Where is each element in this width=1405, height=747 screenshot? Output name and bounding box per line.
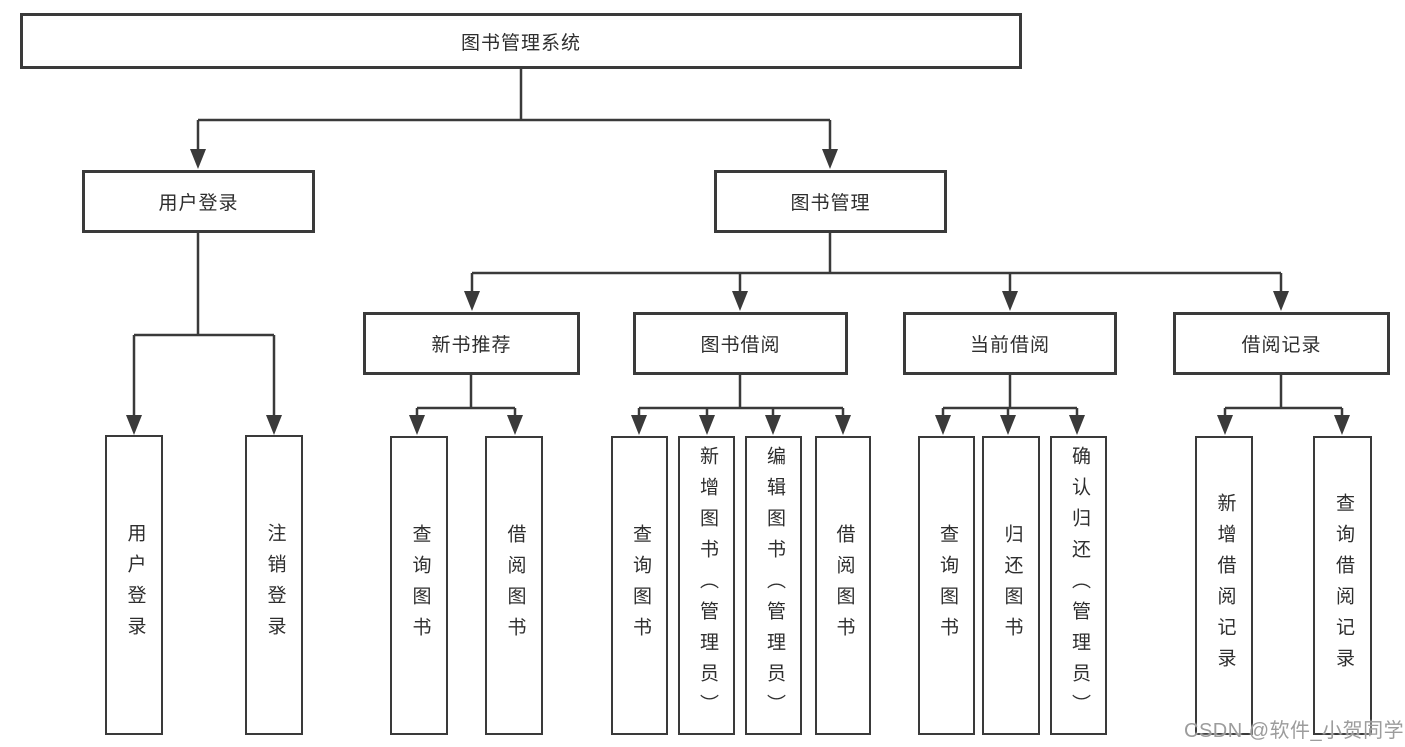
node-label: 图书管理 <box>790 193 871 214</box>
leaf-label: 查询图书 <box>629 523 651 648</box>
leaf-label: 新增图书（管理员） <box>696 446 718 725</box>
node-root-library-system: 图书管理系统 <box>20 13 1022 69</box>
leaf-label: 查询图书 <box>409 523 431 648</box>
node-label: 当前借阅 <box>969 335 1050 356</box>
leaf-label: 借阅图书 <box>833 523 855 648</box>
node-book-borrow: 图书借阅 <box>633 312 848 375</box>
node-label: 图书管理系统 <box>460 32 581 54</box>
node-user-login-branch: 用户登录 <box>82 170 315 233</box>
node-label: 用户登录 <box>158 193 239 214</box>
csdn-watermark: CSDN @软件_小贺同学 <box>1184 720 1405 742</box>
leaf-query-borrow-record: 查询借阅记录 <box>1313 436 1372 735</box>
leaf-borrow-books: 借阅图书 <box>815 436 871 735</box>
leaf-edit-books-admin: 编辑图书（管理员） <box>745 436 802 735</box>
node-current-borrow: 当前借阅 <box>903 312 1117 375</box>
node-label: 借阅记录 <box>1241 335 1322 356</box>
leaf-label: 查询图书 <box>936 523 958 648</box>
node-label: 图书借阅 <box>700 335 781 356</box>
leaf-add-books-admin: 新增图书（管理员） <box>678 436 735 735</box>
leaf-label: 新增借阅记录 <box>1214 492 1236 679</box>
leaf-recommend-borrow-books: 借阅图书 <box>485 436 543 735</box>
node-label: 新书推荐 <box>431 335 512 356</box>
leaf-user-login: 用户登录 <box>105 435 163 735</box>
arrowhead-icons <box>126 149 1350 435</box>
leaf-user-logout: 注销登录 <box>245 435 303 735</box>
leaf-recommend-query-books: 查询图书 <box>390 436 448 735</box>
leaf-borrow-query-books: 查询图书 <box>611 436 668 735</box>
node-book-management-branch: 图书管理 <box>714 170 947 233</box>
leaf-label: 查询借阅记录 <box>1332 492 1354 679</box>
leaf-label: 注销登录 <box>264 523 286 647</box>
leaf-label: 用户登录 <box>124 523 146 647</box>
leaf-confirm-return-admin: 确认归还（管理员） <box>1050 436 1107 735</box>
leaf-label: 借阅图书 <box>504 523 526 648</box>
node-borrow-records: 借阅记录 <box>1173 312 1390 375</box>
leaf-return-books: 归还图书 <box>982 436 1040 735</box>
leaf-add-borrow-record: 新增借阅记录 <box>1195 436 1253 735</box>
leaf-label: 编辑图书（管理员） <box>763 446 785 725</box>
leaf-label: 确认归还（管理员） <box>1068 446 1090 725</box>
leaf-label: 归还图书 <box>1001 523 1023 648</box>
leaf-current-query-books: 查询图书 <box>918 436 975 735</box>
node-new-book-recommend: 新书推荐 <box>363 312 580 375</box>
